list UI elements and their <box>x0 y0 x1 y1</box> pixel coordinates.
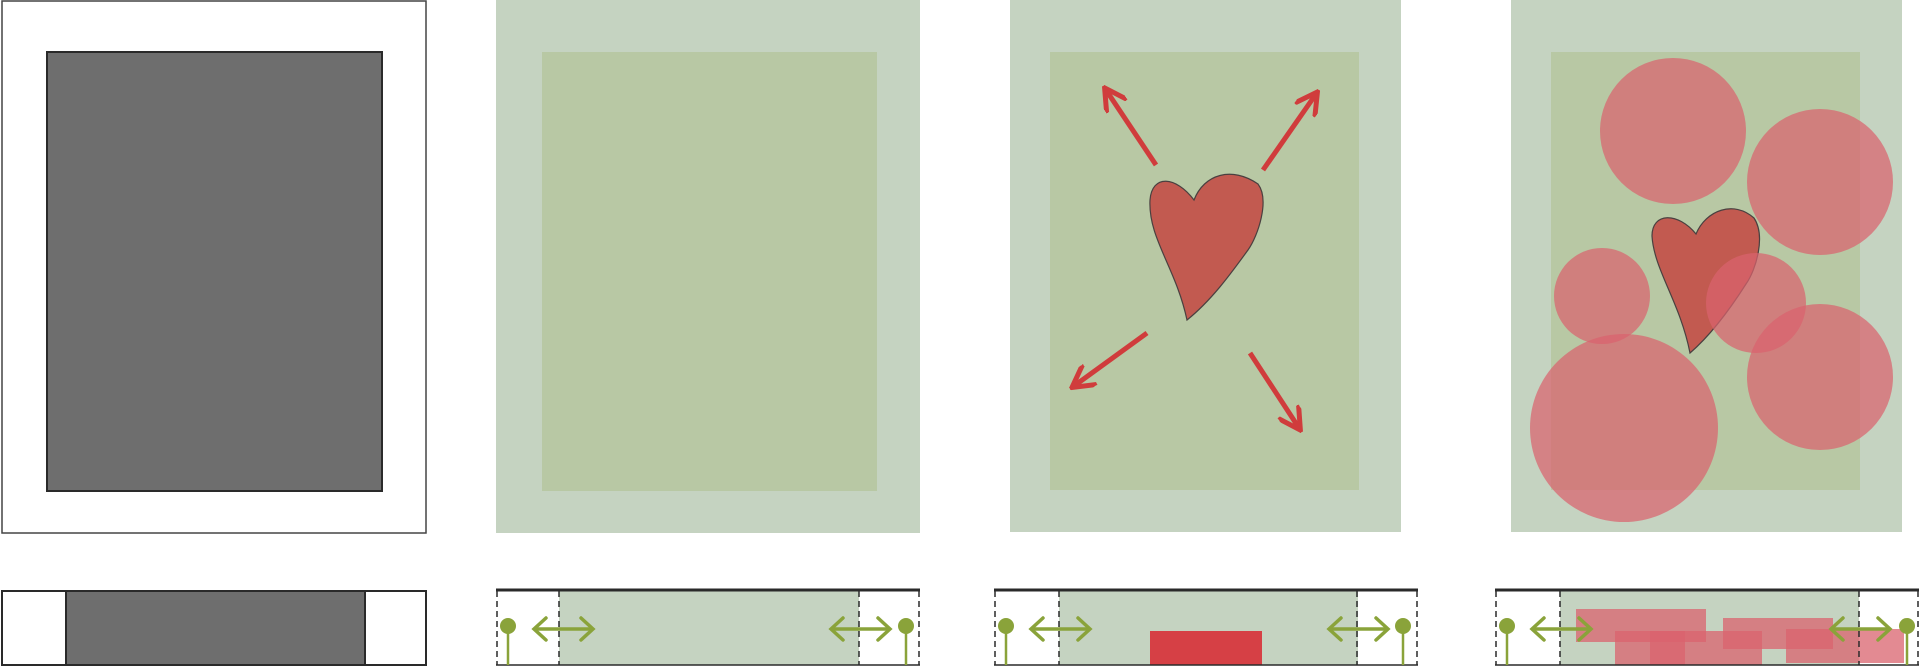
section-setback <box>496 588 920 666</box>
double-arrow-icon <box>1529 616 1594 642</box>
double-arrow-icon <box>1028 616 1093 642</box>
pin-icon <box>1395 618 1411 665</box>
circle-bubble <box>1747 304 1893 450</box>
heart-icon <box>1149 173 1264 322</box>
panel-solid-block <box>1 0 427 534</box>
setback-zone <box>559 591 859 665</box>
circle-bubble <box>1747 109 1893 255</box>
arrow-icon <box>1106 90 1159 167</box>
circle-bubble <box>1554 248 1650 344</box>
panel-empty-site <box>496 0 920 533</box>
arrow-icon <box>1074 330 1149 386</box>
double-arrow-icon <box>828 616 893 642</box>
section-setback-block <box>994 588 1418 666</box>
building-block <box>1150 631 1262 665</box>
pin-icon <box>998 618 1014 665</box>
panel-heart-arrows <box>1010 0 1401 532</box>
panel-heart-circles <box>1511 0 1902 532</box>
section-solid-block <box>1 590 427 666</box>
pin-icon <box>898 618 914 665</box>
pin-icon <box>1899 618 1915 665</box>
pin-icon <box>1499 618 1515 665</box>
arrow-icon <box>1260 94 1316 172</box>
double-arrow-icon <box>1828 616 1893 642</box>
solid-block <box>46 51 383 492</box>
arrow-icon <box>1247 351 1299 428</box>
pin-icon <box>500 618 516 665</box>
double-arrow-icon <box>531 616 596 642</box>
site-inner <box>542 52 877 491</box>
circle-bubble <box>1600 58 1746 204</box>
circle-bubble <box>1530 334 1718 522</box>
section-setback-overlaps <box>1495 588 1919 666</box>
solid-block <box>65 590 366 666</box>
double-arrow-icon <box>1326 616 1391 642</box>
